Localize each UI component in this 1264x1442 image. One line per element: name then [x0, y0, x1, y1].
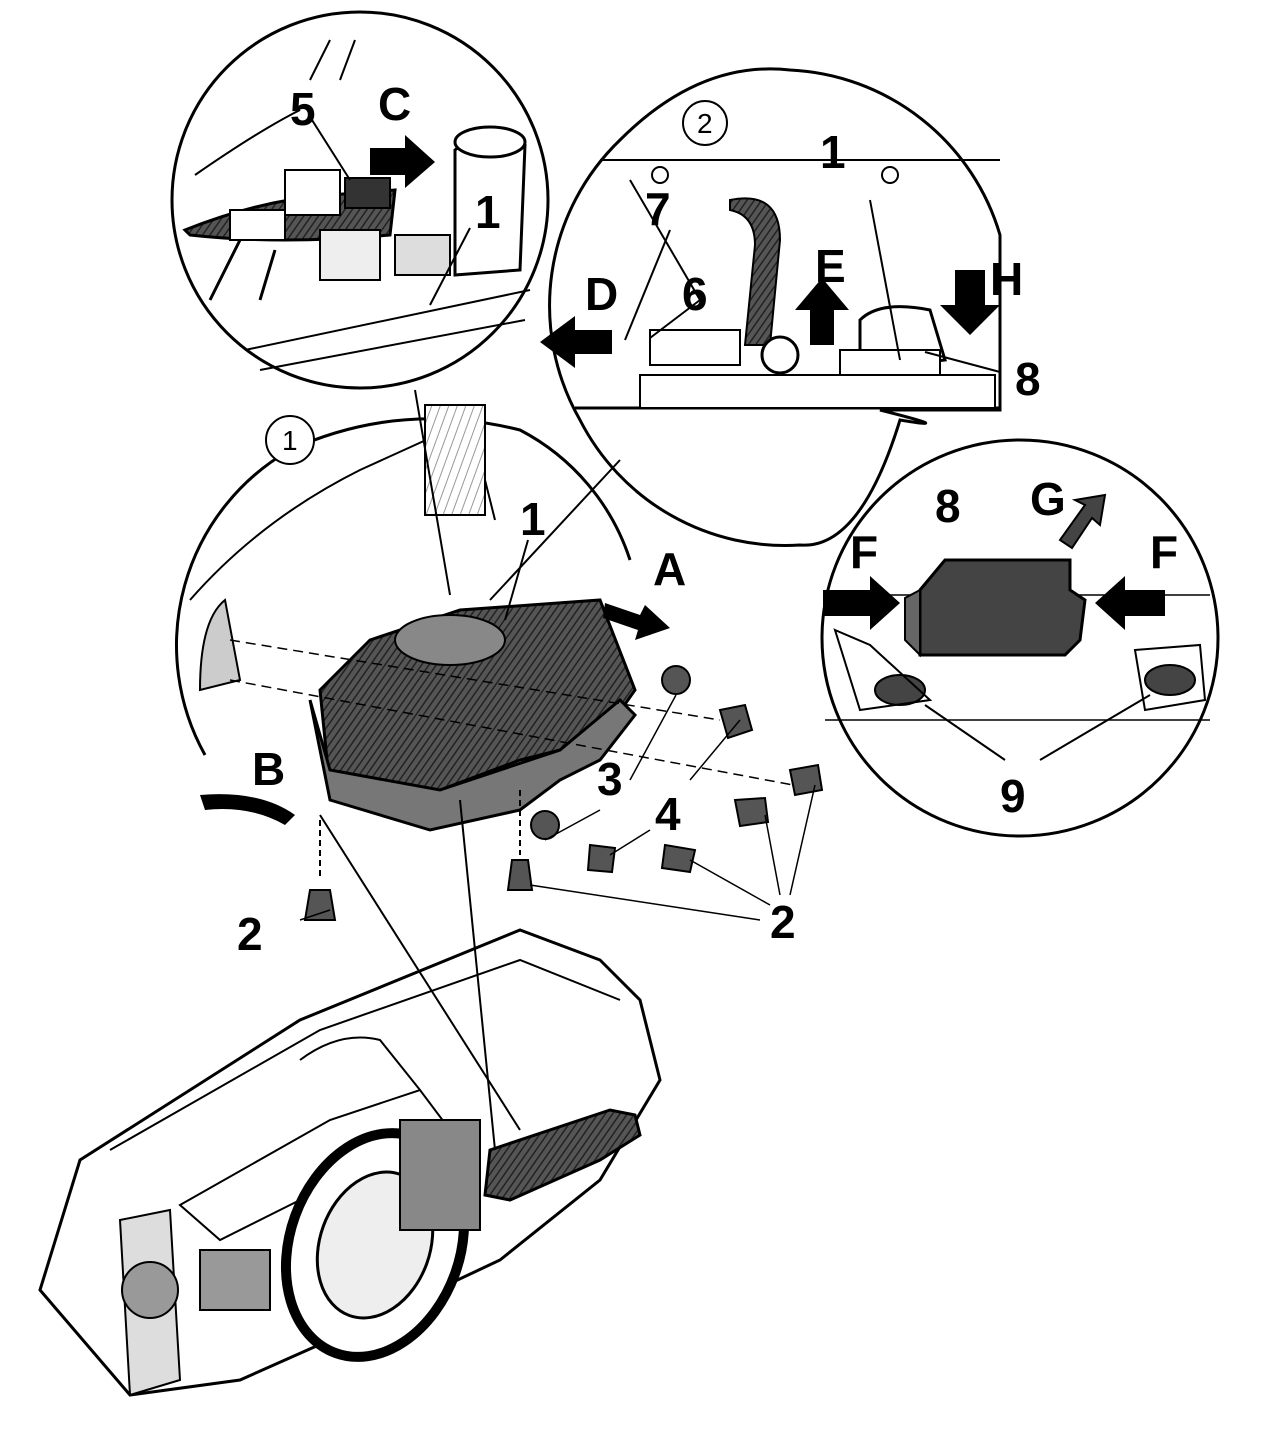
- label-1-top-right: 1: [820, 126, 846, 178]
- detail-circle-right: [820, 438, 1220, 838]
- label-E: E: [815, 240, 846, 292]
- label-9: 9: [1000, 770, 1026, 822]
- fasteners: [299, 665, 824, 921]
- label-7: 7: [645, 183, 671, 235]
- label-F-left: F: [850, 526, 878, 578]
- label-2-left: 2: [237, 908, 263, 960]
- label-C: C: [378, 78, 411, 130]
- label-G: G: [1030, 473, 1066, 525]
- label-8-top: 8: [1015, 353, 1041, 405]
- callout-labels: 1 2 5 C 1 1 7 D 6 E H 8 1 A B 3 4 2 2 8 …: [237, 78, 1178, 960]
- leader-lines: [414, 389, 621, 621]
- detail-circle-top-left: [170, 10, 550, 390]
- label-D: D: [585, 268, 618, 320]
- label-1-main: 1: [520, 493, 546, 545]
- label-1-top-left: 1: [475, 186, 501, 238]
- circle-label-1: 1: [282, 425, 298, 456]
- label-5: 5: [290, 83, 316, 135]
- circle-label-2: 2: [697, 108, 713, 139]
- detail-circle-top-right: [540, 67, 1002, 547]
- label-B: B: [252, 743, 285, 795]
- label-3: 3: [597, 753, 623, 805]
- label-4: 4: [655, 788, 681, 840]
- label-F-right: F: [1150, 526, 1178, 578]
- detail-circle-main: [175, 404, 821, 832]
- label-6: 6: [682, 268, 708, 320]
- label-H: H: [990, 253, 1023, 305]
- label-2-right: 2: [770, 896, 796, 948]
- label-8-right: 8: [935, 480, 961, 532]
- label-A: A: [653, 543, 686, 595]
- dashboard-overview: [38, 799, 662, 1397]
